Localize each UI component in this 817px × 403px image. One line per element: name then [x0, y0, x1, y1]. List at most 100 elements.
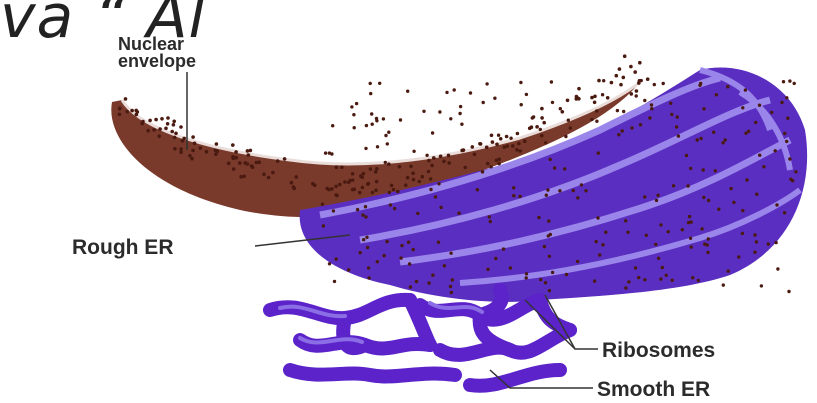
- ribosome-dot: [491, 140, 495, 144]
- nuclear-envelope-label: Nuclear envelope: [118, 36, 196, 70]
- ribosome-dot: [537, 216, 540, 219]
- ribosome-dot: [762, 165, 765, 168]
- ribosome-dot: [267, 176, 271, 180]
- ribosome-dot: [486, 268, 489, 271]
- ribosome-dot: [406, 176, 410, 180]
- ribosome-dot: [788, 157, 791, 160]
- ribosome-dot: [331, 124, 334, 127]
- ribosome-dot: [493, 97, 496, 100]
- ribosome-dot: [494, 257, 497, 260]
- ribosome-dot: [593, 101, 597, 105]
- ribosome-dot: [476, 188, 479, 191]
- ribosome-dot: [685, 154, 688, 157]
- ribosome-dot: [451, 278, 454, 281]
- ribosome-dot: [412, 178, 416, 182]
- ribosome-dot: [512, 186, 515, 189]
- ribosome-dot: [374, 189, 378, 193]
- ribosome-dot: [393, 207, 396, 210]
- ribosome-dot: [706, 251, 709, 254]
- ribosome-dot: [787, 290, 790, 293]
- ribosome-dot: [606, 96, 610, 100]
- ribosome-dot: [351, 172, 355, 176]
- ribosome-dot: [689, 167, 692, 170]
- ribosome-dot: [449, 117, 452, 120]
- ribosome-dot: [518, 149, 522, 153]
- ribosome-dot: [634, 266, 637, 269]
- ribosome-dot: [232, 167, 236, 171]
- ribosome-dot: [335, 257, 338, 260]
- ribosome-dot: [179, 147, 183, 151]
- ribosome-dot: [670, 113, 673, 116]
- ribosome-dot: [328, 151, 331, 154]
- ribosome-dot: [548, 255, 551, 258]
- ribosome-dot: [667, 230, 670, 233]
- ribosome-dot: [427, 170, 430, 173]
- ribosome-dot: [691, 276, 694, 279]
- ribosome-dot: [737, 255, 740, 258]
- ribosome-dot: [400, 244, 403, 247]
- ribosome-dot: [249, 149, 253, 153]
- ribosome-dot: [409, 285, 412, 288]
- ribosome-dot: [361, 186, 365, 190]
- nuclear-label-line2: envelope: [118, 53, 196, 70]
- ribosome-dot: [404, 183, 408, 187]
- ribosome-dot: [234, 156, 238, 160]
- ribosome-dot: [545, 194, 548, 197]
- ribosome-dot: [124, 97, 128, 101]
- ribosome-dot: [365, 124, 368, 127]
- ribosome-dot: [457, 212, 460, 215]
- ribosome-dot: [786, 117, 789, 120]
- ribosome-dot: [369, 82, 372, 85]
- ribosome-dot: [118, 106, 122, 110]
- ribosome-dot: [643, 278, 646, 281]
- ribosome-dot: [463, 166, 467, 170]
- ribosome-dot: [140, 122, 144, 126]
- ribosome-dot: [332, 209, 335, 212]
- ribosome-dot: [250, 164, 254, 168]
- ribosome-dot: [485, 82, 488, 85]
- ribosome-dot: [486, 162, 490, 166]
- ribosome-dot: [459, 105, 462, 108]
- ribosome-dot: [712, 131, 715, 134]
- ribosome-dot: [364, 147, 367, 150]
- ribosome-dot: [408, 262, 411, 265]
- ribosome-dot: [699, 82, 702, 85]
- ribosome-dot: [619, 83, 623, 87]
- ribosome-dot: [615, 74, 619, 78]
- ribosome-dot: [334, 193, 338, 197]
- ribosome-dot: [130, 109, 134, 113]
- ribosome-dot: [360, 175, 364, 179]
- ribosome-dot: [770, 111, 773, 114]
- ribosome-dot: [523, 139, 527, 143]
- ribosome-dot: [623, 54, 627, 58]
- ribosome-dot: [437, 182, 440, 185]
- ribosome-dot: [160, 117, 164, 121]
- ribosome-dot: [351, 178, 354, 181]
- ribosome-dot: [702, 196, 705, 199]
- ribosome-dot: [437, 241, 440, 244]
- ribosome-dot: [654, 243, 657, 246]
- ribosome-dot: [793, 82, 796, 85]
- ribosome-dot: [548, 289, 551, 292]
- ribosome-dot: [367, 266, 370, 269]
- ribosomes-label: Ribosomes: [602, 339, 715, 363]
- ribosome-dot: [482, 101, 485, 104]
- ribosome-dot: [353, 188, 357, 192]
- smooth-er: [270, 290, 570, 386]
- ribosome-dot: [643, 99, 646, 102]
- ribosome-dot: [505, 135, 509, 139]
- ribosome-dot: [462, 148, 466, 152]
- ribosome-dot: [362, 238, 365, 241]
- rough-er-label: Rough ER: [72, 236, 173, 260]
- ribosome-dot: [559, 107, 562, 110]
- ribosome-dot: [700, 227, 703, 230]
- ribosome-dot: [626, 231, 629, 234]
- ribosome-dot: [755, 193, 758, 196]
- ribosome-dot: [490, 134, 494, 138]
- ribosome-dot: [374, 170, 378, 174]
- ribosome-dot: [449, 252, 452, 255]
- ribosome-dot: [376, 260, 379, 263]
- ribosome-dot: [460, 123, 463, 126]
- ribosome-dot: [539, 128, 542, 131]
- ribosome-dot: [550, 80, 553, 83]
